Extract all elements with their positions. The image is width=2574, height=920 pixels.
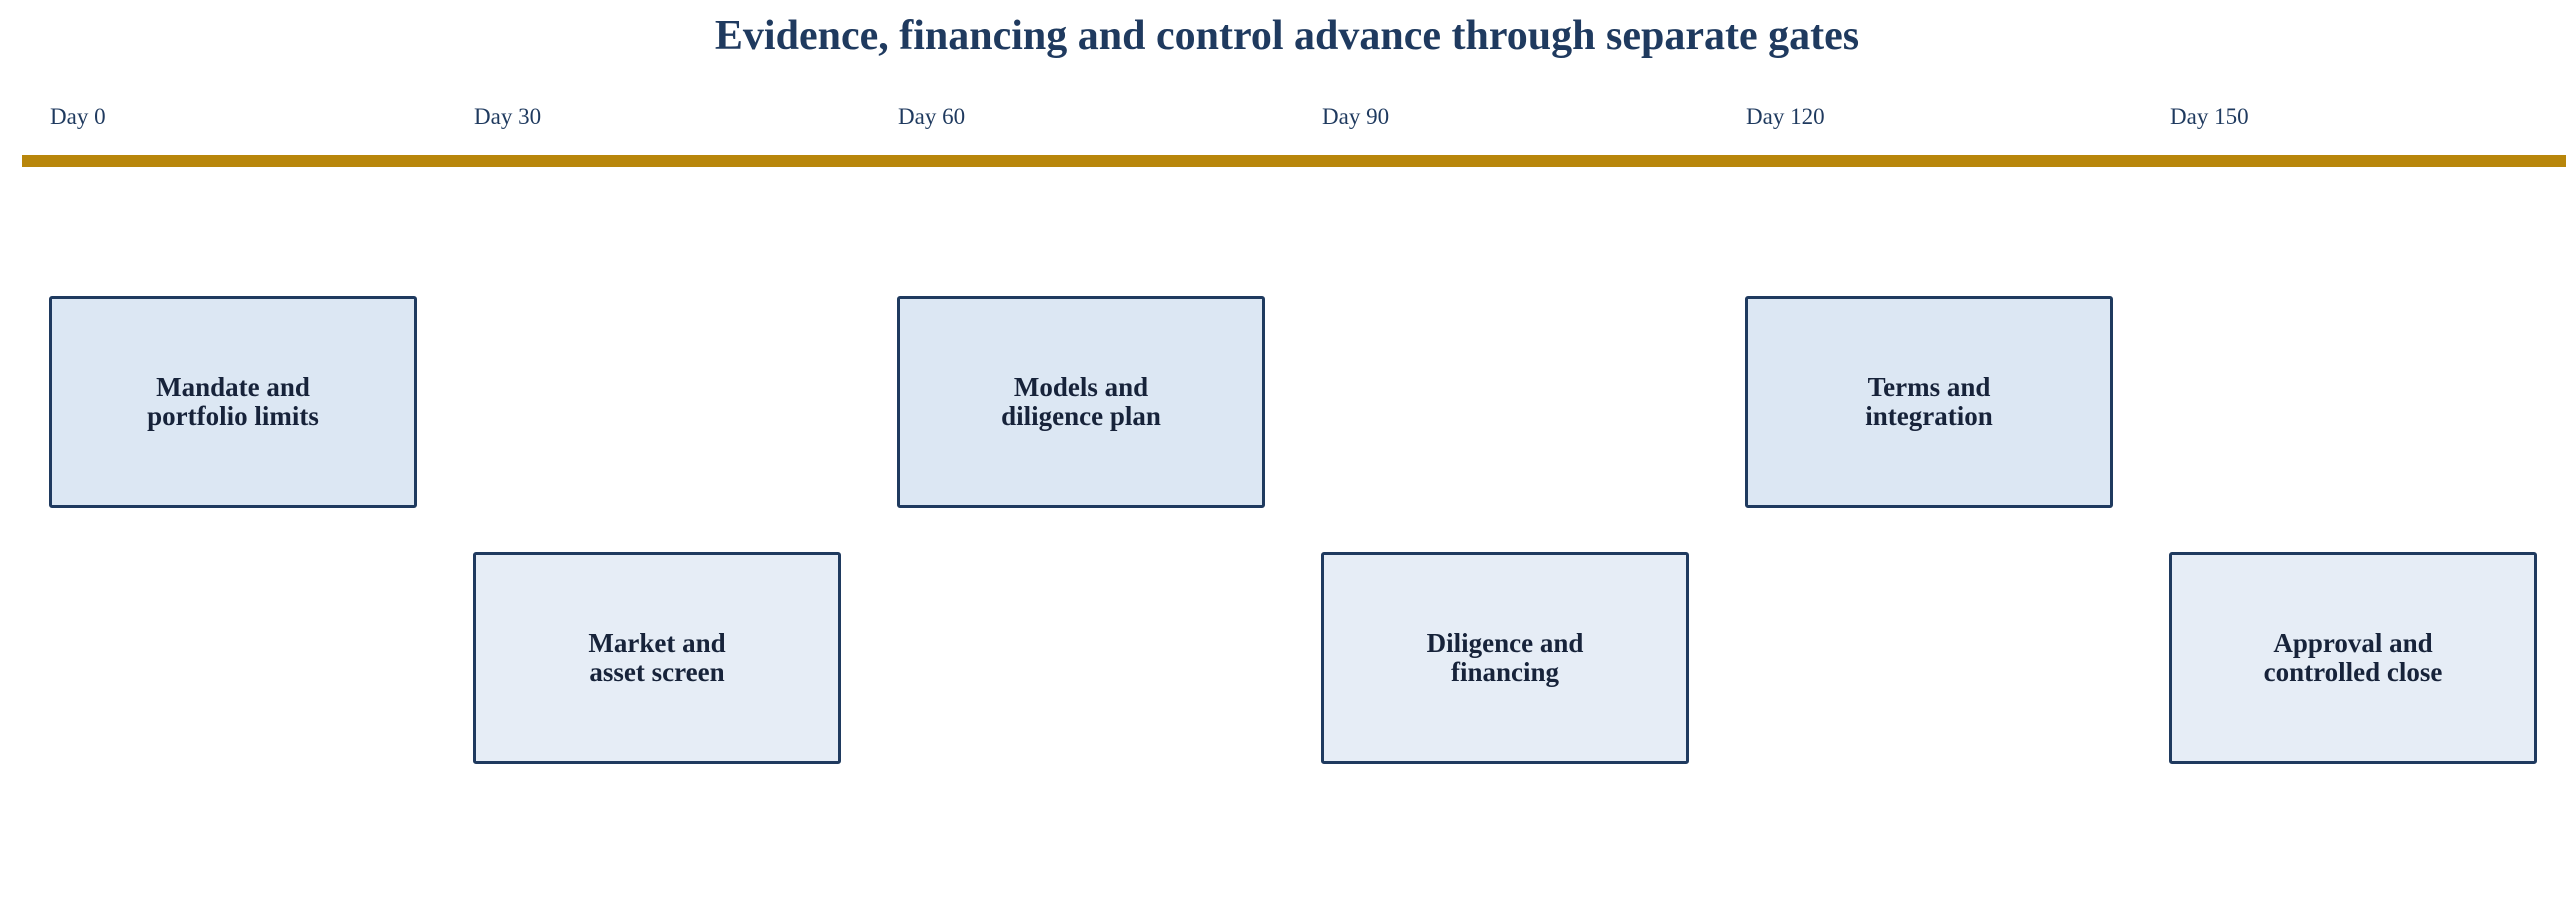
tick-day-90: Day 90 bbox=[1322, 104, 1390, 129]
stage-box-terms: Terms and integration bbox=[1745, 296, 2113, 508]
diagram-title: Evidence, financing and control advance … bbox=[714, 13, 1860, 59]
stage-label-approval: Approval and controlled close bbox=[2263, 628, 2443, 687]
stage-label-mandate: Mandate and portfolio limits bbox=[147, 372, 319, 431]
tick-day-30: Day 30 bbox=[474, 104, 542, 129]
stage-box-mandate: Mandate and portfolio limits bbox=[49, 296, 417, 508]
stage-box-diligence: Diligence and financing bbox=[1321, 552, 1689, 764]
tick-day-0: Day 0 bbox=[50, 104, 106, 129]
stage-label-models: Models and diligence plan bbox=[1001, 372, 1161, 431]
tick-day-150: Day 150 bbox=[2170, 104, 2249, 129]
stage-label-terms: Terms and integration bbox=[1865, 372, 1993, 431]
stage-box-approval: Approval and controlled close bbox=[2169, 552, 2537, 764]
stage-box-models: Models and diligence plan bbox=[897, 296, 1265, 508]
tick-day-60: Day 60 bbox=[898, 104, 966, 129]
timeline-bar bbox=[22, 155, 2566, 167]
tick-day-120: Day 120 bbox=[1746, 104, 1825, 129]
stage-label-diligence: Diligence and financing bbox=[1426, 628, 1584, 687]
stage-label-market-screen: Market and asset screen bbox=[588, 628, 726, 687]
stage-box-market-screen: Market and asset screen bbox=[473, 552, 841, 764]
